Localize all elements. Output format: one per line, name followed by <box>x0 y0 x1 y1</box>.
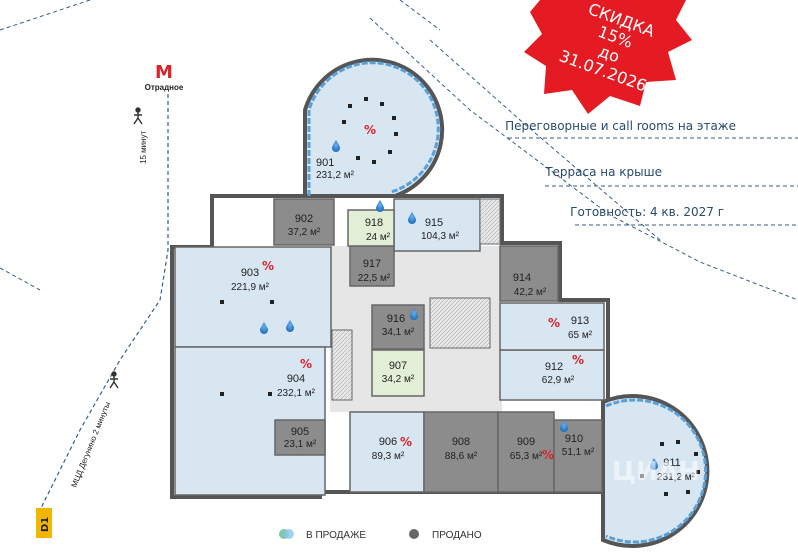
water-drop-markers <box>260 140 658 470</box>
room-913[interactable] <box>499 302 605 351</box>
room-907-area: 34,2 м² <box>382 374 415 385</box>
room-912-area: 62,9 м² <box>542 375 575 386</box>
room-918-area: 24 м² <box>366 232 391 243</box>
columns <box>220 97 700 496</box>
walk-person-icon-2 <box>109 371 119 389</box>
metro-route: М Отрадное 15 минут МЦД Дегунино 2 минут… <box>36 62 184 538</box>
metro-walk-time: 15 минут <box>139 130 148 164</box>
discount-icon: % <box>548 316 560 330</box>
room-917[interactable] <box>349 245 395 287</box>
mcd-badge <box>36 508 52 538</box>
room-905[interactable] <box>274 419 326 456</box>
water-drop-icon <box>410 308 418 320</box>
room-904-area: 232,1 м² <box>277 388 316 399</box>
mcd-badge-label: D1 <box>40 517 51 532</box>
room-906-id: 906 <box>379 436 397 448</box>
room-912-id: 912 <box>545 361 563 373</box>
room-901-id: 901 <box>316 157 334 169</box>
mcd-walk-time: МЦД Дегунино 2 минуты <box>70 400 113 488</box>
discount-markers: % % % % % % % <box>262 123 584 462</box>
room-908-id: 908 <box>452 436 470 448</box>
room-910-area: 51,1 м² <box>562 447 595 458</box>
tower-911 <box>601 394 710 548</box>
room-908-area: 88,6 м² <box>445 451 478 462</box>
room-913-area: 65 м² <box>568 330 593 341</box>
legend: В ПРОДАЖЕ ПРОДАНО <box>279 529 482 541</box>
walk-person-icon <box>133 107 143 125</box>
room-914-area: 42,2 м² <box>514 287 547 298</box>
room-915-id: 915 <box>425 217 443 229</box>
room-907-id: 907 <box>389 360 407 372</box>
promo-badge: СКИДКА 15% до 31.07.2026 <box>524 0 692 114</box>
room-901-area: 231,2 м² <box>316 170 355 181</box>
room-906-area: 89,3 м² <box>372 451 405 462</box>
room-916-area: 34,1 м² <box>382 327 415 338</box>
discount-icon: % <box>400 435 412 449</box>
room-918[interactable] <box>347 209 395 247</box>
room-916-id: 916 <box>387 313 405 325</box>
room-917-area: 22,5 м² <box>358 273 391 284</box>
room-915-area: 104,3 м² <box>421 231 460 242</box>
room-902[interactable] <box>273 198 335 246</box>
room-902-area: 37,2 м² <box>288 227 321 238</box>
room-910-id: 910 <box>565 433 583 445</box>
room-909-id: 909 <box>517 436 535 448</box>
room-903-area: 221,9 м² <box>231 282 270 293</box>
decorative-dashed-lines <box>0 0 798 301</box>
discount-icon: % <box>572 353 584 367</box>
room-911-area: 231,2 м² <box>657 472 696 483</box>
water-drop-icon <box>650 458 658 470</box>
room-910[interactable] <box>553 419 603 493</box>
legend-sold-swatch <box>409 529 419 539</box>
room-913-id: 913 <box>571 315 589 327</box>
room-912[interactable] <box>499 349 605 401</box>
discount-icon: % <box>364 123 376 137</box>
metro-station: Отрадное <box>145 83 184 92</box>
room-915[interactable] <box>393 198 481 252</box>
water-drop-icon <box>560 420 568 432</box>
stairwells <box>331 198 501 401</box>
room-911-id: 911 <box>663 457 681 469</box>
room-905-id: 905 <box>291 426 309 438</box>
room-909[interactable] <box>497 411 555 493</box>
water-drop-icon <box>376 200 384 212</box>
feature-ready-date: Готовность: 4 кв. 2027 г <box>570 205 724 219</box>
water-drop-icon <box>408 212 416 224</box>
discount-icon: % <box>300 357 312 371</box>
legend-sold-label: ПРОДАНО <box>432 530 482 541</box>
room-916[interactable] <box>371 304 425 350</box>
water-drop-icon <box>260 322 268 334</box>
legend-available-swatch-2 <box>284 529 294 539</box>
room-905-area: 23,1 м² <box>284 439 317 450</box>
water-drop-icon <box>332 140 340 152</box>
room-902-id: 902 <box>295 213 313 225</box>
feature-separators <box>508 137 798 226</box>
rooms <box>174 198 605 496</box>
room-909-area: 65,3 м² <box>510 451 543 462</box>
legend-available-label: В ПРОДАЖЕ <box>306 530 366 541</box>
room-914-id: 914 <box>513 272 531 284</box>
water-drop-icon <box>286 320 294 332</box>
room-903-id: 903 <box>241 267 259 279</box>
room-917-id: 917 <box>363 258 381 270</box>
room-904-id: 904 <box>287 373 305 385</box>
metro-letter: М <box>155 62 173 83</box>
feature-terrace: Терраса на крыше <box>544 165 662 179</box>
room-labels: 901 231,2 м² 902 37,2 м² 903 221,9 м² 90… <box>231 157 696 483</box>
room-914[interactable] <box>499 245 559 302</box>
room-907[interactable] <box>371 349 425 397</box>
discount-icon: % <box>542 448 554 462</box>
feature-meeting-rooms: Переговорные и call rooms на этаже <box>505 119 736 133</box>
tower-901 <box>303 57 445 198</box>
watermark: ЦИАН <box>612 457 700 487</box>
room-903[interactable] <box>174 246 332 348</box>
room-918-id: 918 <box>365 217 383 229</box>
discount-icon: % <box>262 259 274 273</box>
